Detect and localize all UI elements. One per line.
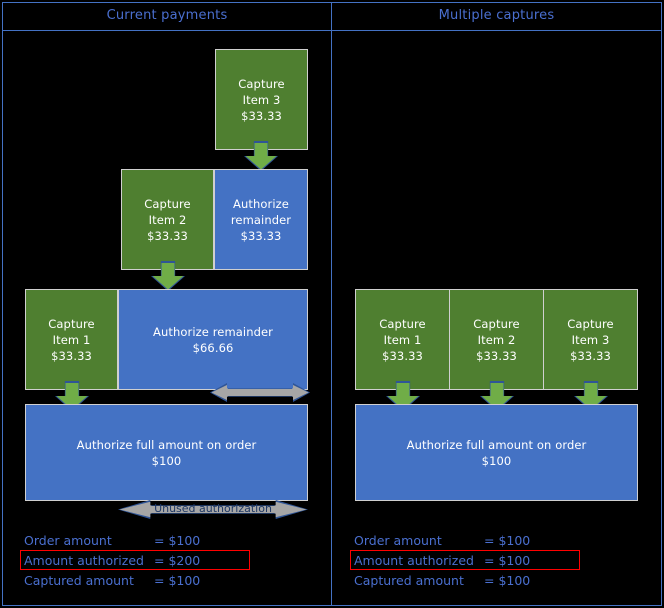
box-line: $33.33	[476, 348, 517, 363]
legend-row-order-amount: Order amount = $100	[350, 530, 580, 550]
box-line: Item 2	[477, 332, 516, 347]
box-capture-item-3-left[interactable]: Capture Item 3 $33.33	[215, 49, 308, 150]
legend-label: Amount authorized	[354, 552, 474, 568]
box-line: Authorize remainder	[153, 324, 273, 339]
legend-label: Order amount	[24, 532, 112, 548]
box-line: Capture	[567, 316, 614, 331]
box-capture-item-3-right[interactable]: Capture Item 3 $33.33	[543, 289, 638, 390]
box-line: Capture	[48, 316, 95, 331]
box-line: $33.33	[240, 228, 282, 243]
box-line: Authorize	[233, 196, 289, 211]
legend-value: = $100	[484, 552, 531, 568]
box-line: $33.33	[382, 348, 423, 363]
legend-current-payments: Order amount = $100 Amount authorized = …	[20, 530, 250, 590]
legend-row-amount-authorized: Amount authorized = $200	[20, 550, 250, 570]
legend-label: Amount authorized	[24, 552, 144, 568]
panel-title-multiple-captures: Multiple captures	[438, 8, 555, 23]
box-line: $33.33	[147, 228, 188, 243]
box-line: Item 2	[148, 212, 187, 227]
box-line: Item 1	[383, 332, 422, 347]
box-line: Capture	[473, 316, 520, 331]
box-authorize-full-amount-left[interactable]: Authorize full amount on order $100	[25, 404, 308, 501]
box-line: Capture	[238, 76, 285, 91]
box-authorize-remainder-33[interactable]: Authorize remainder $33.33	[214, 169, 308, 270]
legend-row-amount-authorized: Amount authorized = $100	[350, 550, 580, 570]
box-line: $100	[481, 453, 512, 468]
box-line: remainder	[230, 212, 292, 227]
legend-row-captured-amount: Captured amount = $100	[20, 570, 250, 590]
legend-row-captured-amount: Captured amount = $100	[350, 570, 580, 590]
box-line: $100	[151, 453, 182, 468]
box-line: Authorize full amount on order	[76, 437, 257, 452]
legend-label: Captured amount	[354, 572, 464, 588]
legend-value: = $200	[154, 552, 201, 568]
box-authorize-full-amount-right[interactable]: Authorize full amount on order $100	[355, 404, 638, 501]
box-line: Capture	[144, 196, 191, 211]
box-capture-item-1-right[interactable]: Capture Item 1 $33.33	[355, 289, 450, 390]
box-capture-item-1-left[interactable]: Capture Item 1 $33.33	[25, 289, 118, 390]
box-line: $66.66	[192, 340, 234, 355]
box-capture-item-2-right[interactable]: Capture Item 2 $33.33	[449, 289, 544, 390]
legend-row-order-amount: Order amount = $100	[20, 530, 250, 550]
box-line: Authorize full amount on order	[406, 437, 587, 452]
box-line: $33.33	[570, 348, 611, 363]
header-divider	[2, 30, 662, 31]
box-line: Item 3	[242, 92, 281, 107]
box-line: $33.33	[241, 108, 282, 123]
legend-value: = $100	[154, 572, 201, 588]
legend-value: = $100	[484, 532, 531, 548]
column-divider	[331, 2, 332, 606]
legend-label: Order amount	[354, 532, 442, 548]
unused-authorization-label: Unused authorization	[154, 502, 272, 515]
legend-multiple-captures: Order amount = $100 Amount authorized = …	[350, 530, 580, 590]
legend-value: = $100	[154, 532, 201, 548]
box-line: Item 3	[571, 332, 610, 347]
box-line: Capture	[379, 316, 426, 331]
box-line: $33.33	[51, 348, 92, 363]
box-capture-item-2-left[interactable]: Capture Item 2 $33.33	[121, 169, 214, 270]
legend-value: = $100	[484, 572, 531, 588]
legend-label: Captured amount	[24, 572, 134, 588]
box-authorize-remainder-66[interactable]: Authorize remainder $66.66	[118, 289, 308, 390]
box-line: Item 1	[52, 332, 91, 347]
panel-title-current-payments: Current payments	[106, 8, 228, 23]
